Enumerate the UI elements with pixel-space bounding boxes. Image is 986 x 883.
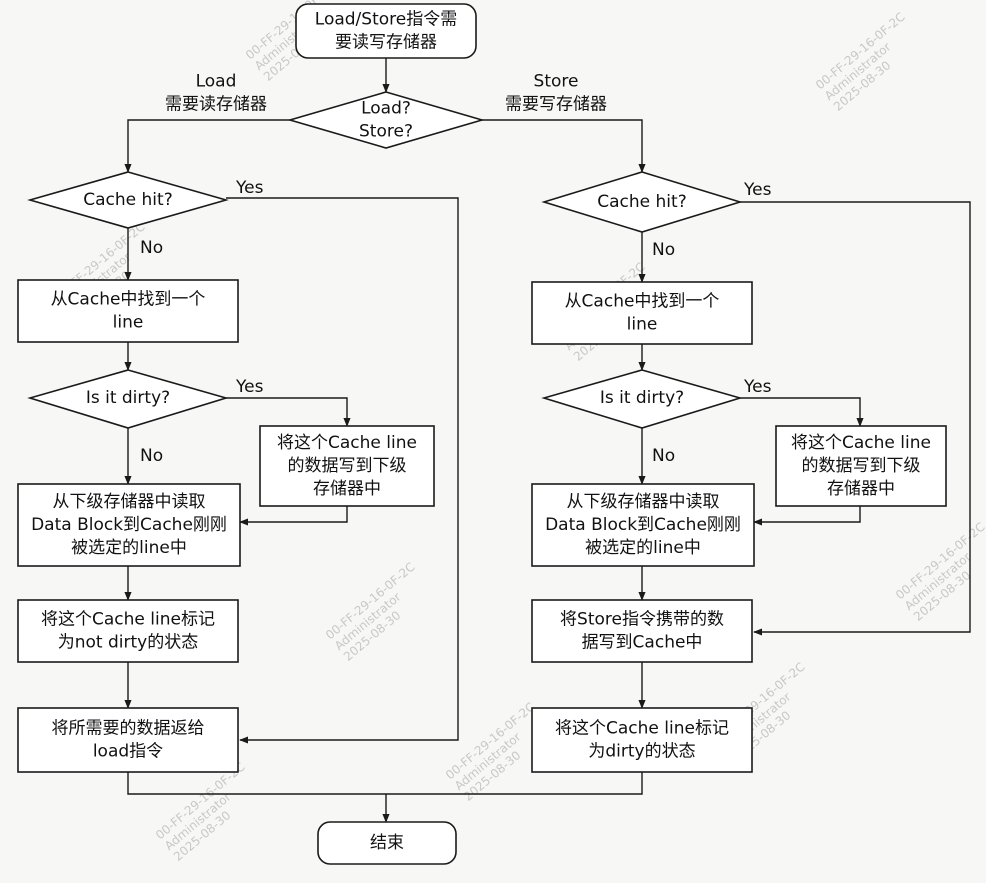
text-line: 需要读存储器	[165, 95, 267, 115]
watermark-stamp: 00-FF-29-16-0F-2CAdministrator2025-08-30	[893, 520, 986, 624]
node-load-writeback: 将这个Cache line 的数据写到下级存储器中	[259, 425, 435, 507]
label-load-dirty-yes: Yes	[235, 377, 264, 397]
watermark-stamp: 00-FF-29-16-0F-2CAdministrator2025-08-30	[813, 10, 926, 114]
text-line: 的数据写到下级	[288, 456, 407, 476]
text-line: Load/Store指令需	[315, 10, 457, 30]
node-load-read-block: 从下级存储器中读取 Data Block到Cache刚刚被选定的line中	[17, 483, 241, 567]
node-store-cache-hit: Cache hit?	[541, 171, 743, 233]
text-line: 将这个Cache line	[791, 433, 931, 453]
edge-store-mark-to-end	[386, 772, 643, 795]
label-load-hit-yes: Yes	[235, 178, 264, 198]
text-line: 将这个Cache line标记	[41, 610, 215, 630]
label-load-dirty-no: No	[140, 446, 163, 466]
svg-text:将这个Cache line标记为not dirty的状态: 将这个Cache line标记为not dirty的状态	[41, 610, 215, 653]
text-line: 存储器中	[313, 479, 381, 499]
label-store-branch: Store 需要写存储器	[505, 72, 607, 115]
text-line: 将这个Cache line	[277, 433, 417, 453]
text-line: 被选定的line中	[585, 538, 701, 558]
text-line: 需要写存储器	[505, 95, 607, 115]
edge-store-hit-yes	[740, 201, 971, 636]
text-line: 将Store指令携带的数	[560, 610, 724, 630]
text-line: 为dirty的状态	[588, 742, 695, 762]
text-line: Store	[534, 72, 579, 92]
edge-decision-to-load-hit	[124, 119, 290, 173]
node-store-read-block: 从下级存储器中读取 Data Block到Cache刚刚被选定的line中	[531, 483, 755, 567]
label-store-hit-yes: Yes	[743, 180, 772, 200]
edge-load-hit-yes	[226, 197, 459, 744]
text-line: 的数据写到下级	[802, 456, 921, 476]
node-store-mark-dirty: 将这个Cache line标记为dirty的状态	[531, 707, 753, 773]
text-line: line	[627, 315, 658, 335]
text-line: Store?	[359, 122, 413, 142]
text-line: Cache hit?	[597, 192, 686, 212]
text-line: 将所需要的数据返给	[52, 719, 205, 739]
text-line: 结束	[370, 833, 404, 853]
edge-load-writeback-to-read	[239, 506, 348, 526]
text-line: Load?	[361, 99, 411, 119]
node-store-find-line: 从Cache中找到一个 line	[531, 281, 753, 345]
svg-text:Is it dirty?: Is it dirty?	[600, 388, 684, 408]
edge-load-dirty-yes	[226, 397, 351, 427]
text-line: 为not dirty的状态	[58, 633, 198, 653]
svg-text:将这个Cache line标记为dirty的状态: 将这个Cache line标记为dirty的状态	[555, 719, 729, 762]
edge-store-writeback-to-read	[753, 506, 861, 526]
label-load-hit-no: No	[140, 238, 163, 258]
label-store-hit-no: No	[652, 240, 675, 260]
node-end: 结束	[317, 821, 457, 865]
svg-text:将Store指令携带的数据写到Cache中: 将Store指令携带的数据写到Cache中	[560, 610, 724, 653]
svg-text:Load/Store指令需要读写存储器: Load/Store指令需要读写存储器	[315, 10, 457, 53]
text-line: 将这个Cache line标记	[555, 719, 729, 739]
text-line: Load	[196, 72, 237, 92]
edge-decision-to-store-hit	[482, 119, 646, 173]
node-start: Load/Store指令需要读写存储器	[295, 3, 477, 59]
text-line: load指令	[93, 742, 163, 762]
node-load-find-line: 从Cache中找到一个 line	[17, 279, 239, 343]
text-line: 从下级存储器中读取	[567, 492, 720, 512]
text-line: Is it dirty?	[86, 388, 170, 408]
svg-text:结束: 结束	[370, 833, 404, 853]
node-load-mark-not-dirty: 将这个Cache line标记为not dirty的状态	[17, 599, 239, 663]
node-load-is-dirty: Is it dirty?	[27, 369, 229, 429]
node-load-return-data: 将所需要的数据返给 load指令	[17, 707, 239, 773]
node-store-write-data: 将Store指令携带的数据写到Cache中	[531, 599, 753, 663]
edge-load-return-to-end	[127, 772, 386, 795]
label-store-dirty-no: No	[652, 446, 675, 466]
text-line: 存储器中	[827, 479, 895, 499]
svg-text:Cache hit?: Cache hit?	[597, 192, 686, 212]
node-store-is-dirty: Is it dirty?	[541, 369, 743, 429]
edges	[124, 58, 971, 823]
text-line: 被选定的line中	[71, 538, 187, 558]
node-store-writeback: 将这个Cache line 的数据写到下级存储器中	[775, 425, 947, 507]
label-load-branch: Load 需要读存储器	[165, 72, 267, 115]
text-line: Data Block到Cache刚刚	[31, 515, 227, 535]
text-line: 从Cache中找到一个	[565, 292, 720, 312]
text-line: Cache hit?	[83, 190, 172, 210]
watermark-stamp: 00-FF-29-16-0F-2CAdministrator2025-08-30	[153, 760, 266, 864]
label-store-dirty-yes: Yes	[743, 377, 772, 397]
text-line: 据写到Cache中	[582, 633, 703, 653]
edge-store-dirty-yes	[740, 397, 864, 427]
watermark-stamp: 00-FF-29-16-0F-2CAdministrator2025-08-30	[323, 560, 436, 664]
node-load-store-decision: Load? Store?	[287, 91, 485, 149]
text-line: line	[113, 313, 144, 333]
text-line: 从Cache中找到一个	[51, 290, 206, 310]
svg-text:Cache hit?: Cache hit?	[83, 190, 172, 210]
text-line: 从下级存储器中读取	[53, 492, 206, 512]
text-line: 要读写存储器	[335, 33, 437, 53]
svg-text:Load?Store?: Load? Store?	[359, 99, 413, 142]
node-load-cache-hit: Cache hit?	[27, 171, 229, 229]
svg-text:Is it dirty?: Is it dirty?	[86, 388, 170, 408]
text-line: Data Block到Cache刚刚	[545, 515, 741, 535]
text-line: Is it dirty?	[600, 388, 684, 408]
